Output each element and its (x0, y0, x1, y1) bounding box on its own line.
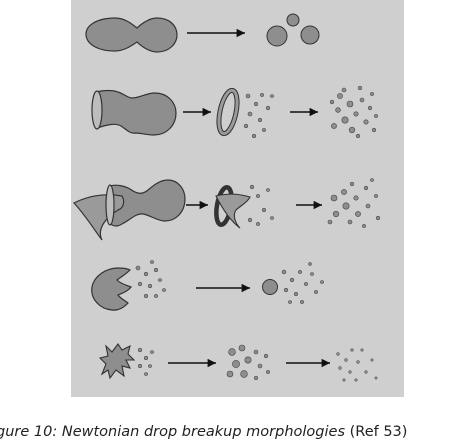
droplet-cloud (226, 344, 270, 381)
droplet-cloud (329, 85, 378, 139)
bag-rim (91, 90, 103, 130)
bag-stamen-drop (107, 179, 186, 227)
figure-caption: igure 10: Newtonian drop breakup morphol… (0, 424, 407, 440)
sheet-thinning-drop (91, 267, 132, 311)
row-catastrophic-breakup (98, 343, 378, 382)
drop (266, 25, 288, 47)
satellite-droplets (247, 184, 274, 226)
drop (286, 13, 300, 27)
row-sheet-thinning-breakup (91, 260, 324, 311)
satellite-droplets (243, 93, 274, 139)
stamen-fragment (215, 193, 251, 229)
bag-drop (94, 89, 177, 136)
row-vibrational-breakup (85, 13, 320, 53)
ring-fragment-fill (217, 88, 239, 136)
caption-reference: (Ref 53) (345, 424, 408, 440)
bag-rim (105, 184, 115, 226)
stripped-droplets (135, 260, 166, 299)
daughter-drops (266, 13, 320, 47)
dumbbell-drop (85, 17, 178, 53)
row-bag-stamen-breakup (73, 178, 380, 241)
fine-mist (336, 348, 378, 382)
row-bag-breakup (91, 85, 378, 139)
caption-title: igure 10: Newtonian drop breakup morphol… (0, 424, 345, 440)
droplet-cloud (327, 178, 380, 228)
droplet-cloud (281, 262, 324, 304)
catastrophic-drop (98, 343, 136, 380)
stripped-droplets (137, 347, 154, 376)
drop (300, 25, 320, 45)
core-drop (262, 279, 278, 295)
